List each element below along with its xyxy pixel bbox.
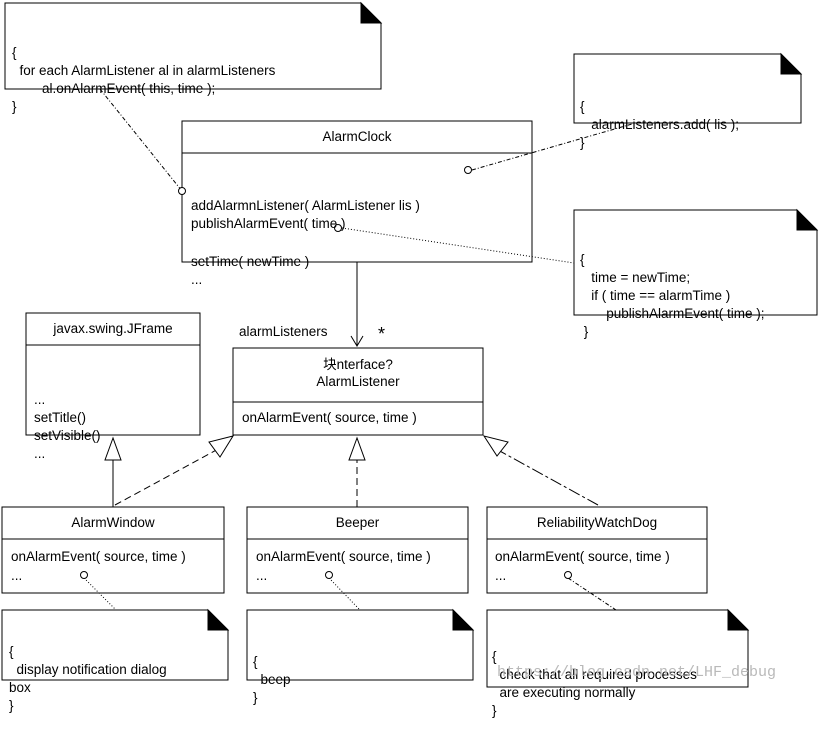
beeper-more: ... <box>256 568 268 583</box>
note-settime-impl <box>573 209 818 316</box>
note-link <box>341 227 575 264</box>
realization-arrowhead <box>348 436 366 461</box>
class-name-beeper: Beeper <box>335 515 380 530</box>
association-multiplicity: * <box>378 324 386 344</box>
association-role: alarmListeners <box>239 324 328 339</box>
note-fold <box>727 608 750 631</box>
class-watchdog <box>486 506 708 594</box>
note-add-impl <box>573 53 802 124</box>
uml-class-diagram <box>1 1 819 688</box>
alarm-clock-ops-a: addAlarmnListener( AlarmListener lis )pu… <box>191 198 420 231</box>
interface-op: onAlarmEvent( source, time ) <box>242 410 417 425</box>
note-link <box>471 123 633 171</box>
note-add-text: { alarmListeners.add( lis );} <box>580 99 740 150</box>
link-anchor <box>564 571 572 579</box>
class-alarm-clock <box>181 120 533 263</box>
generalization-arrowhead <box>104 436 122 461</box>
link-anchor <box>325 571 333 579</box>
watchdog-op: onAlarmEvent( source, time ) <box>495 549 670 564</box>
class-alarm-window <box>1 506 225 594</box>
note-fold <box>452 608 475 631</box>
note-fold <box>207 608 230 631</box>
note-publish-impl <box>4 2 382 90</box>
link-anchor <box>334 224 342 232</box>
note-publish-text: { for each AlarmListener al in alarmList… <box>12 45 276 114</box>
link-anchor <box>464 166 472 174</box>
note-link <box>99 88 183 192</box>
navigable-arrowhead <box>350 335 364 347</box>
realization-line <box>114 447 221 506</box>
class-name-alarm-clock: AlarmClock <box>322 129 392 144</box>
class-name-jframe: javax.swing.JFrame <box>53 321 173 336</box>
class-beeper <box>246 506 469 594</box>
jframe-ops: ...setTitle()setVisible()... <box>34 392 101 461</box>
interface-name: AlarmListener <box>316 374 400 389</box>
realization-arrowhead <box>208 435 235 458</box>
note-fold <box>360 1 383 24</box>
link-anchor <box>178 187 186 195</box>
alarm-window-more: ... <box>11 568 23 583</box>
note-link <box>567 577 617 611</box>
note-watchdog-impl <box>486 609 749 688</box>
interface-alarm-listener <box>232 347 484 436</box>
beeper-op: onAlarmEvent( source, time ) <box>256 549 431 564</box>
alarm-window-op: onAlarmEvent( source, time ) <box>11 549 186 564</box>
class-name-alarm-window: AlarmWindow <box>71 515 155 530</box>
realization-line <box>497 449 599 506</box>
note-settime-text: { time = newTime; if ( time == alarmTime… <box>580 252 765 339</box>
note-fold <box>780 52 803 75</box>
note-window-impl <box>1 609 229 681</box>
class-name-watchdog: ReliabilityWatchDog <box>536 515 658 530</box>
class-jframe <box>25 312 201 436</box>
link-anchor <box>80 571 88 579</box>
note-beeper-impl <box>246 609 474 681</box>
watermark-text: https://blog.csdn.net/LHF_debug <box>497 664 777 681</box>
note-fold <box>796 208 819 231</box>
note-beeper-text: { beep} <box>253 654 291 705</box>
watchdog-more: ... <box>495 568 507 583</box>
interface-stereotype: 块nterface? <box>323 357 393 372</box>
alarm-clock-ops-b: setTime( newTime )... <box>191 254 310 287</box>
realization-arrowhead <box>482 435 509 457</box>
